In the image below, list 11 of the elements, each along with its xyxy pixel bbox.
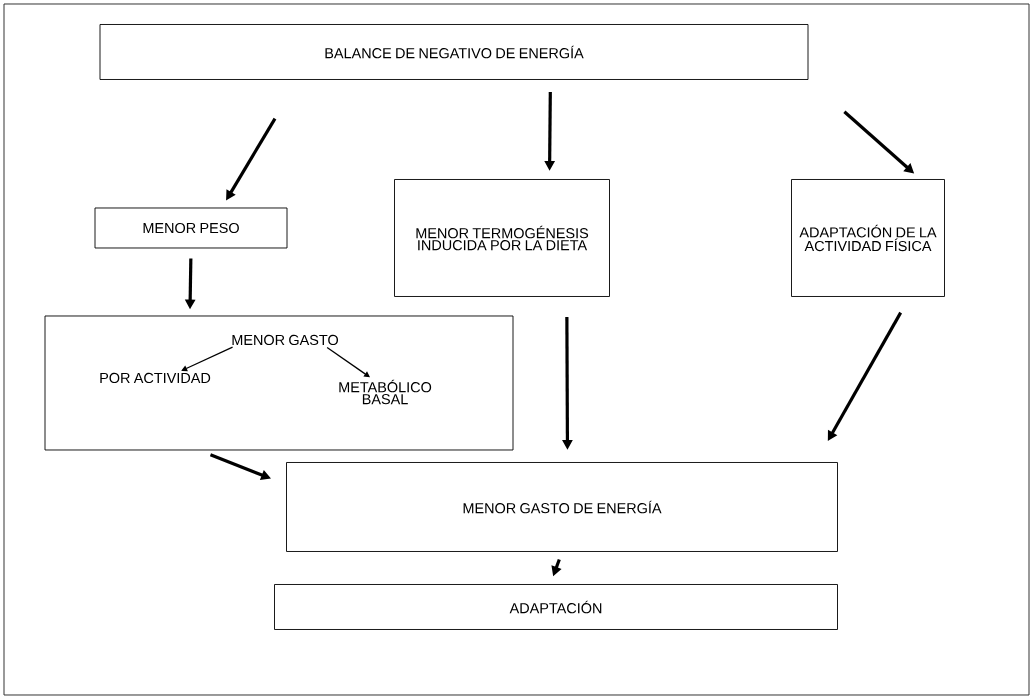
outline-box	[44, 315, 514, 451]
text-box: ADAPTACIÓN	[274, 584, 838, 630]
text-box: ADAPTACIÓN DE LA ACTIVIDAD FÍSICA	[791, 179, 945, 297]
label-text: MENOR GASTO	[232, 334, 338, 346]
arrow	[181, 346, 234, 372]
text-box: MENOR PESO	[94, 207, 288, 249]
label-text: POR ACTIVIDAD	[100, 372, 211, 384]
label-text: METABÓLICO BASAL	[339, 379, 432, 405]
text-box: MENOR TERMOGÉNESIS INDUCIDA POR LA DIETA	[394, 179, 610, 297]
text-box: BALANCE DE NEGATIVO DE ENERGÍA	[99, 24, 809, 80]
text-box: MENOR GASTO DE ENERGÍA	[286, 462, 838, 552]
